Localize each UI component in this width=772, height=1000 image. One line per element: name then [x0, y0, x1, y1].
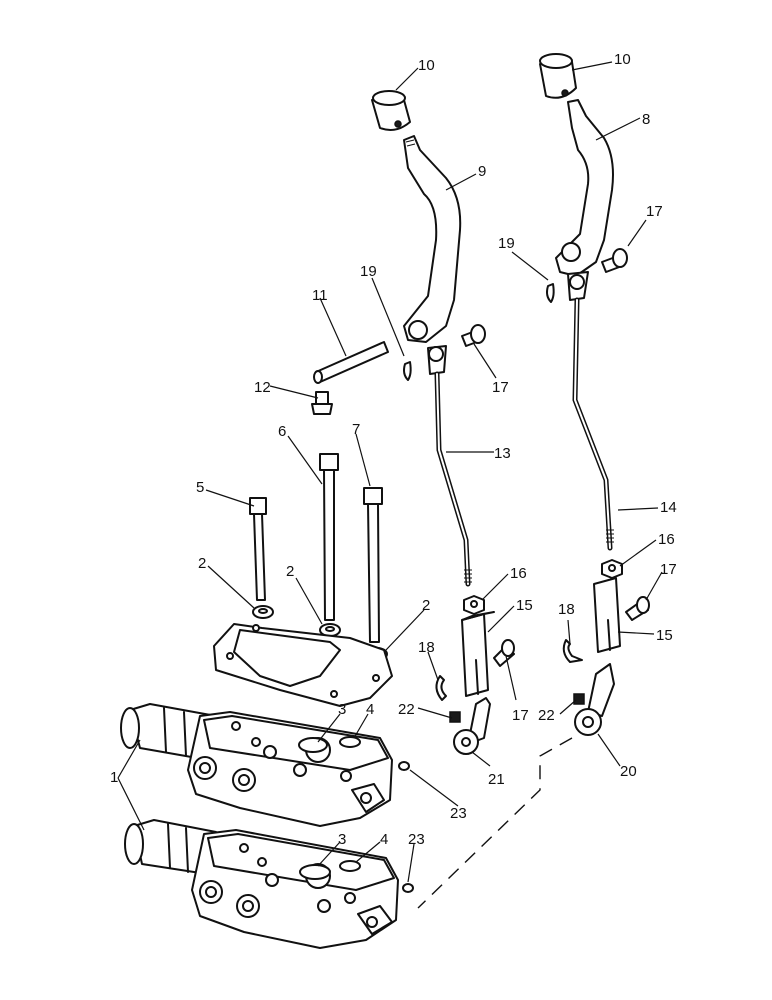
callout-21: 21 — [488, 771, 505, 788]
callout-9: 9 — [478, 163, 486, 180]
callout-15-left: 15 — [516, 597, 533, 614]
callout-17-top-right: 17 — [646, 203, 663, 220]
r-clip-18-left — [435, 675, 447, 701]
clevis-pin-17-top-right — [601, 248, 628, 273]
callout-2-middle: 2 — [286, 563, 294, 580]
lever-9 — [403, 135, 462, 343]
callout-18-right: 18 — [558, 601, 575, 618]
callout-10-left: 10 — [418, 57, 435, 74]
callout-4-lower: 4 — [380, 831, 388, 848]
callout-17-lower-right: 17 — [660, 561, 677, 578]
r-clip-18-right — [562, 639, 583, 663]
bolt-6 — [319, 453, 339, 621]
callout-12: 12 — [254, 379, 271, 396]
grub-screw-22-left — [449, 711, 461, 723]
callout-23-lower: 23 — [408, 831, 425, 848]
clevis-pin-17-top-left — [461, 324, 486, 347]
callout-8: 8 — [642, 111, 650, 128]
lever-8 — [555, 99, 614, 277]
callout-2-left: 2 — [198, 555, 206, 572]
clevis-15-right — [593, 577, 621, 653]
callout-3-upper: 3 — [338, 701, 346, 718]
callout-14: 14 — [660, 499, 677, 516]
washer-2-middle — [319, 623, 341, 637]
callout-17-lower-left: 17 — [512, 707, 529, 724]
callout-11: 11 — [312, 287, 328, 304]
split-pin-19-left — [403, 361, 412, 381]
callout-16-left: 16 — [510, 565, 527, 582]
clevis-pin-17-lower-left — [493, 639, 515, 667]
valve-body-1-lower — [124, 819, 399, 949]
callout-22-left: 22 — [398, 701, 415, 718]
callout-19-left: 19 — [360, 263, 377, 280]
plug-23-upper — [398, 761, 410, 771]
callout-15-right: 15 — [656, 627, 673, 644]
callout-18-left: 18 — [418, 639, 435, 656]
lever-20 — [574, 663, 615, 736]
plug-23-lower — [402, 883, 414, 893]
grub-screw-22-right — [573, 693, 585, 705]
dashed-linkage-line — [417, 737, 573, 909]
valve-body-1-upper — [120, 703, 393, 827]
bolt-7 — [363, 487, 383, 643]
callout-1: 1 — [110, 769, 118, 786]
rod-14 — [567, 271, 614, 551]
cover-plate — [213, 623, 393, 707]
lever-21 — [453, 697, 491, 755]
nut-16-right — [601, 559, 623, 579]
clevis-15-left — [461, 611, 495, 697]
callout-13: 13 — [494, 445, 511, 462]
nut-16-left — [463, 595, 485, 615]
callout-4-upper: 4 — [366, 701, 374, 718]
knob-10-right — [539, 53, 577, 99]
callout-19-right: 19 — [498, 235, 515, 252]
bolt-12 — [311, 391, 333, 415]
callout-20: 20 — [620, 763, 637, 780]
callout-22-right: 22 — [538, 707, 555, 724]
pin-11 — [313, 341, 389, 384]
split-pin-19-right — [546, 283, 555, 303]
callout-16-right: 16 — [658, 531, 675, 548]
callout-17-top-left: 17 — [492, 379, 509, 396]
callout-5: 5 — [196, 479, 204, 496]
callout-labels: 10 10 8 9 17 19 19 11 12 17 6 7 13 5 14 … — [110, 51, 677, 848]
clevis-pin-17-lower-right — [625, 596, 650, 621]
leader-lines — [117, 61, 663, 883]
callout-7: 7 — [352, 421, 360, 438]
callout-3-lower: 3 — [338, 831, 346, 848]
callout-10-right: 10 — [614, 51, 631, 68]
callout-6: 6 — [278, 423, 286, 440]
callout-2-right: 2 — [422, 597, 430, 614]
bolt-5 — [249, 497, 267, 601]
rod-13 — [427, 345, 472, 587]
callout-23-upper: 23 — [450, 805, 467, 822]
washer-2-left — [252, 605, 274, 619]
knob-10-left — [371, 90, 411, 131]
